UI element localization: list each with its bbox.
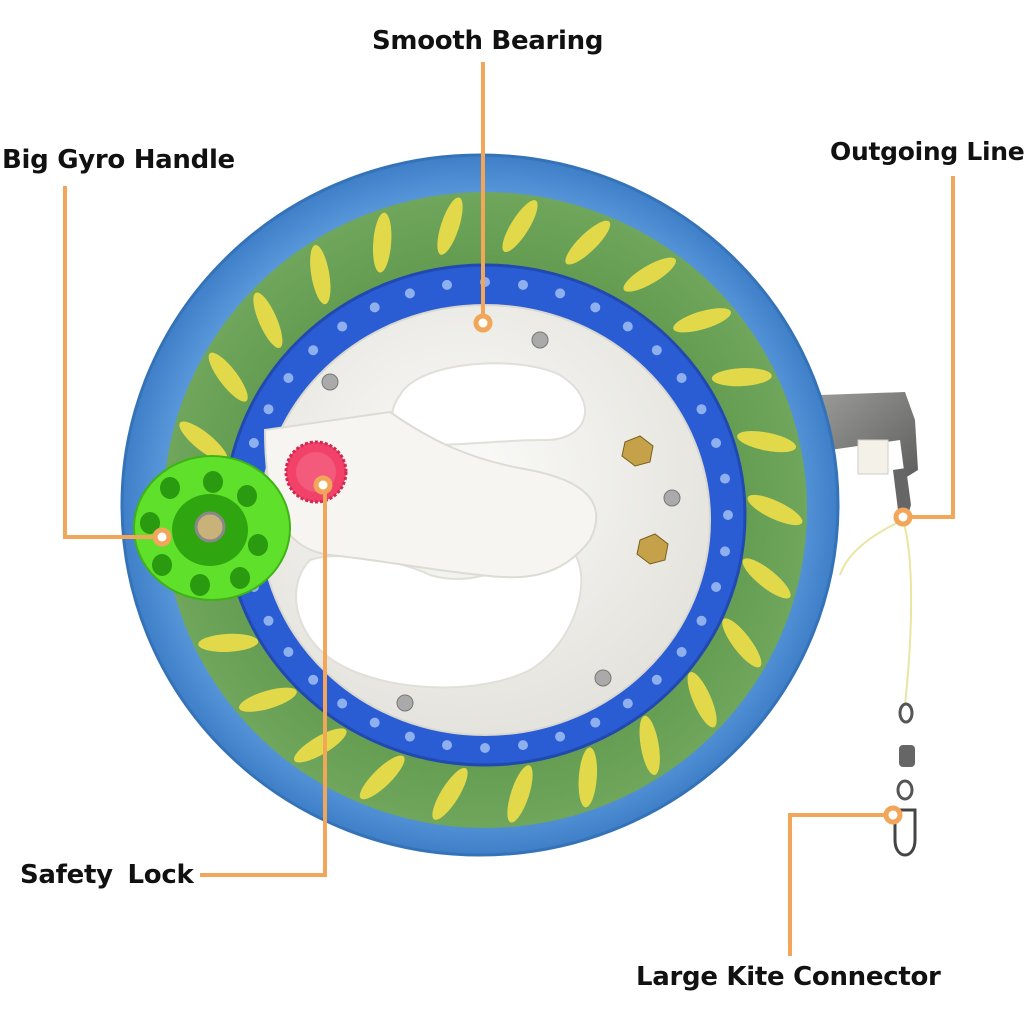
ring-dot (283, 373, 294, 383)
ring-dot (676, 373, 687, 383)
spool-slot (432, 767, 468, 820)
spool-slot (198, 633, 259, 653)
callout-lines (63, 62, 955, 956)
callout-label-outgoing-line: Outgoing Line (830, 137, 1024, 166)
ring-dot (337, 698, 348, 709)
ring-dot (555, 731, 566, 742)
ring-dot (651, 345, 662, 356)
ring-dot (590, 302, 601, 313)
spool-slot (623, 257, 676, 292)
spool-slot (179, 421, 228, 462)
callout-dots (152, 313, 913, 825)
spool-slot (565, 220, 611, 265)
ring-dot (711, 438, 722, 448)
spool-slot (372, 212, 392, 273)
callout-line-safety-lock (200, 491, 327, 877)
spool-slot (437, 197, 463, 255)
spool-slots (167, 197, 803, 823)
ring-dot (337, 321, 348, 332)
gyro-handle[interactable] (133, 455, 291, 601)
callout-line-outgoing-line (909, 176, 955, 519)
ring-dot (696, 615, 707, 626)
ring-dot (720, 546, 730, 557)
spool-slot (737, 431, 797, 453)
ring-dot (720, 473, 730, 484)
callout-label-safety-lock: Safety Lock (20, 860, 194, 890)
ring-dot (308, 345, 319, 356)
spool-slot (239, 687, 297, 712)
spool-slot (722, 618, 762, 668)
spool-slot (502, 200, 538, 253)
ring-dot (442, 279, 452, 290)
spool-slot (711, 367, 772, 387)
callout-label-large-kite-connector: Large Kite Connector (636, 962, 941, 992)
spool-slot (294, 728, 347, 763)
spool-slot (253, 292, 283, 349)
spool-slot (639, 715, 660, 776)
hub-handle-arm (263, 410, 598, 579)
kite-connector-swivel (893, 702, 917, 857)
spool-slot (578, 747, 598, 808)
ring-dot (442, 740, 452, 751)
ring-dot (518, 740, 528, 751)
ring-dot (696, 404, 707, 415)
callout-dot-large-kite-connector (883, 805, 903, 825)
spool-slot (742, 558, 791, 599)
spool-slot (310, 244, 331, 305)
ring-dot (263, 404, 274, 415)
callout-line-large-kite-connector (788, 813, 887, 956)
ring-dot (555, 288, 566, 299)
outgoing-line (839, 519, 913, 706)
callout-label-smooth-bearing: Smooth Bearing (372, 26, 604, 56)
ring-dot (263, 615, 274, 626)
callout-dot-big-gyro-handle (152, 527, 172, 547)
spool-slot (673, 308, 731, 333)
ring-dot (404, 731, 415, 742)
ring-dot (651, 674, 662, 685)
spool-slot (747, 494, 803, 526)
callout-dot-smooth-bearing (473, 313, 493, 333)
spool-slot (208, 352, 248, 402)
spool-slot (687, 671, 717, 728)
safety-lock-knob[interactable] (284, 440, 348, 504)
callout-line-big-gyro-handle (63, 186, 156, 539)
callout-dot-safety-lock (313, 475, 333, 495)
ring-dot (676, 647, 687, 657)
ring-dot (404, 288, 415, 299)
hub-bolts (321, 331, 681, 712)
spool-slot (359, 755, 405, 800)
ring-dot (283, 647, 294, 657)
ring-dot (711, 582, 722, 592)
ring-dot (369, 302, 380, 313)
ring-dot (480, 743, 490, 753)
callout-dot-outgoing-line (893, 507, 913, 527)
ring-dot (622, 698, 633, 709)
callout-label-big-gyro-handle: Big Gyro Handle (2, 145, 235, 175)
ring-dot (369, 717, 380, 728)
ring-dot (308, 674, 319, 685)
ring-dot (248, 438, 259, 448)
ring-dot (622, 321, 633, 332)
spool-slot (507, 765, 533, 823)
ring-dot (590, 717, 601, 728)
ring-dot (518, 279, 528, 290)
ring-dot (723, 510, 733, 520)
